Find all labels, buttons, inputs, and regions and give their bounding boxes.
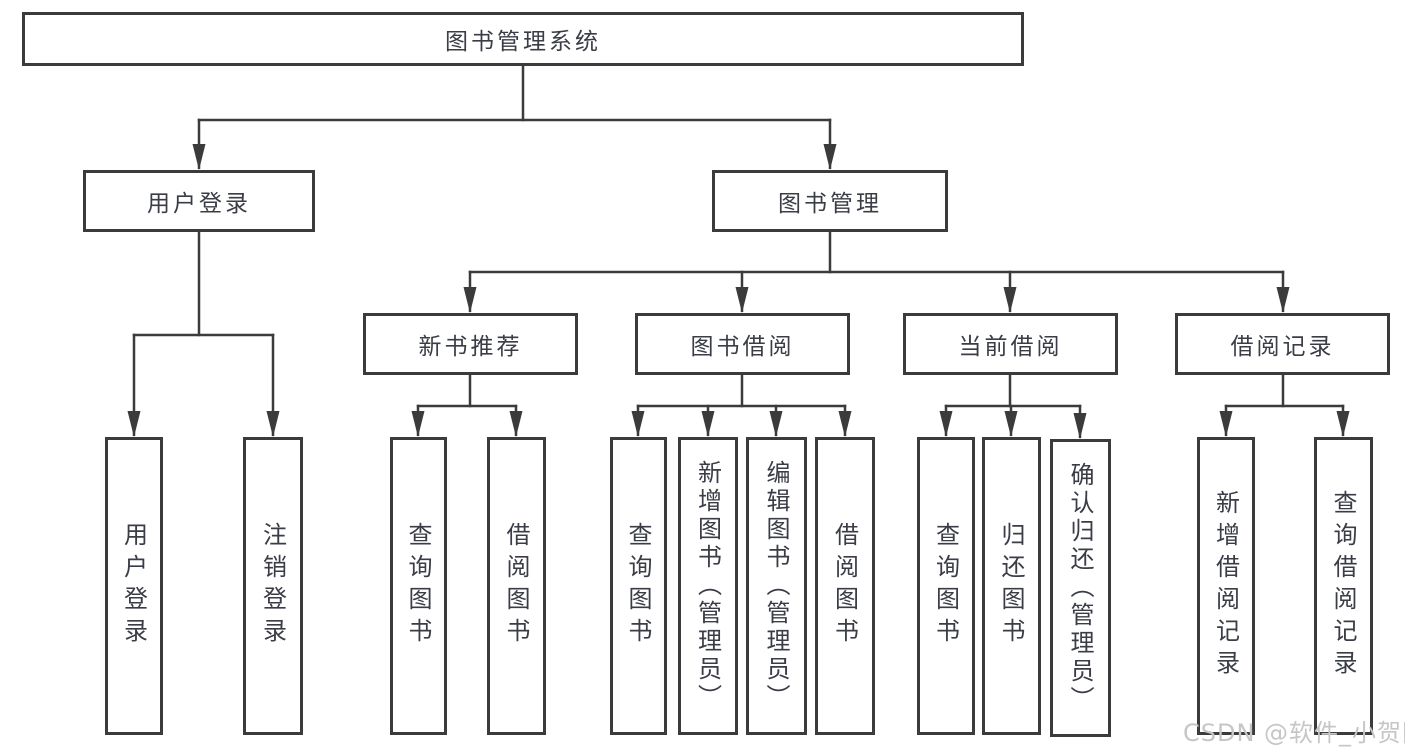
node-current-borrow: 当前借阅 — [903, 313, 1118, 375]
node-leaf-confirm-return: 确认归还（管理员） — [1050, 439, 1111, 737]
node-user-login: 用户登录 — [83, 170, 315, 232]
node-leaf-logout: 注销登录 — [243, 437, 303, 735]
node-leaf-add-books: 新增图书（管理员） — [678, 437, 738, 735]
node-book-borrow: 图书借阅 — [635, 313, 850, 375]
node-leaf-edit-books: 编辑图书（管理员） — [746, 437, 807, 735]
node-leaf-query-books-3: 查询图书 — [917, 437, 975, 735]
node-leaf-query-books-2: 查询图书 — [610, 437, 667, 735]
node-leaf-query-books-1: 查询图书 — [390, 437, 447, 735]
node-leaf-borrow-books-2: 借阅图书 — [815, 437, 875, 735]
node-leaf-user-login: 用户登录 — [105, 437, 163, 735]
node-new-book-recommend: 新书推荐 — [363, 313, 578, 375]
node-book-management: 图书管理 — [712, 170, 948, 232]
node-leaf-add-borrow-record: 新增借阅记录 — [1197, 437, 1255, 735]
node-leaf-borrow-books-1: 借阅图书 — [487, 437, 546, 735]
node-root: 图书管理系统 — [22, 12, 1024, 66]
node-leaf-return-books: 归还图书 — [982, 437, 1041, 735]
csdn-watermark: CSDN @软件_小贺同学 — [1183, 719, 1405, 747]
node-leaf-query-borrow-record: 查询借阅记录 — [1314, 437, 1373, 735]
node-borrow-records: 借阅记录 — [1175, 313, 1390, 375]
